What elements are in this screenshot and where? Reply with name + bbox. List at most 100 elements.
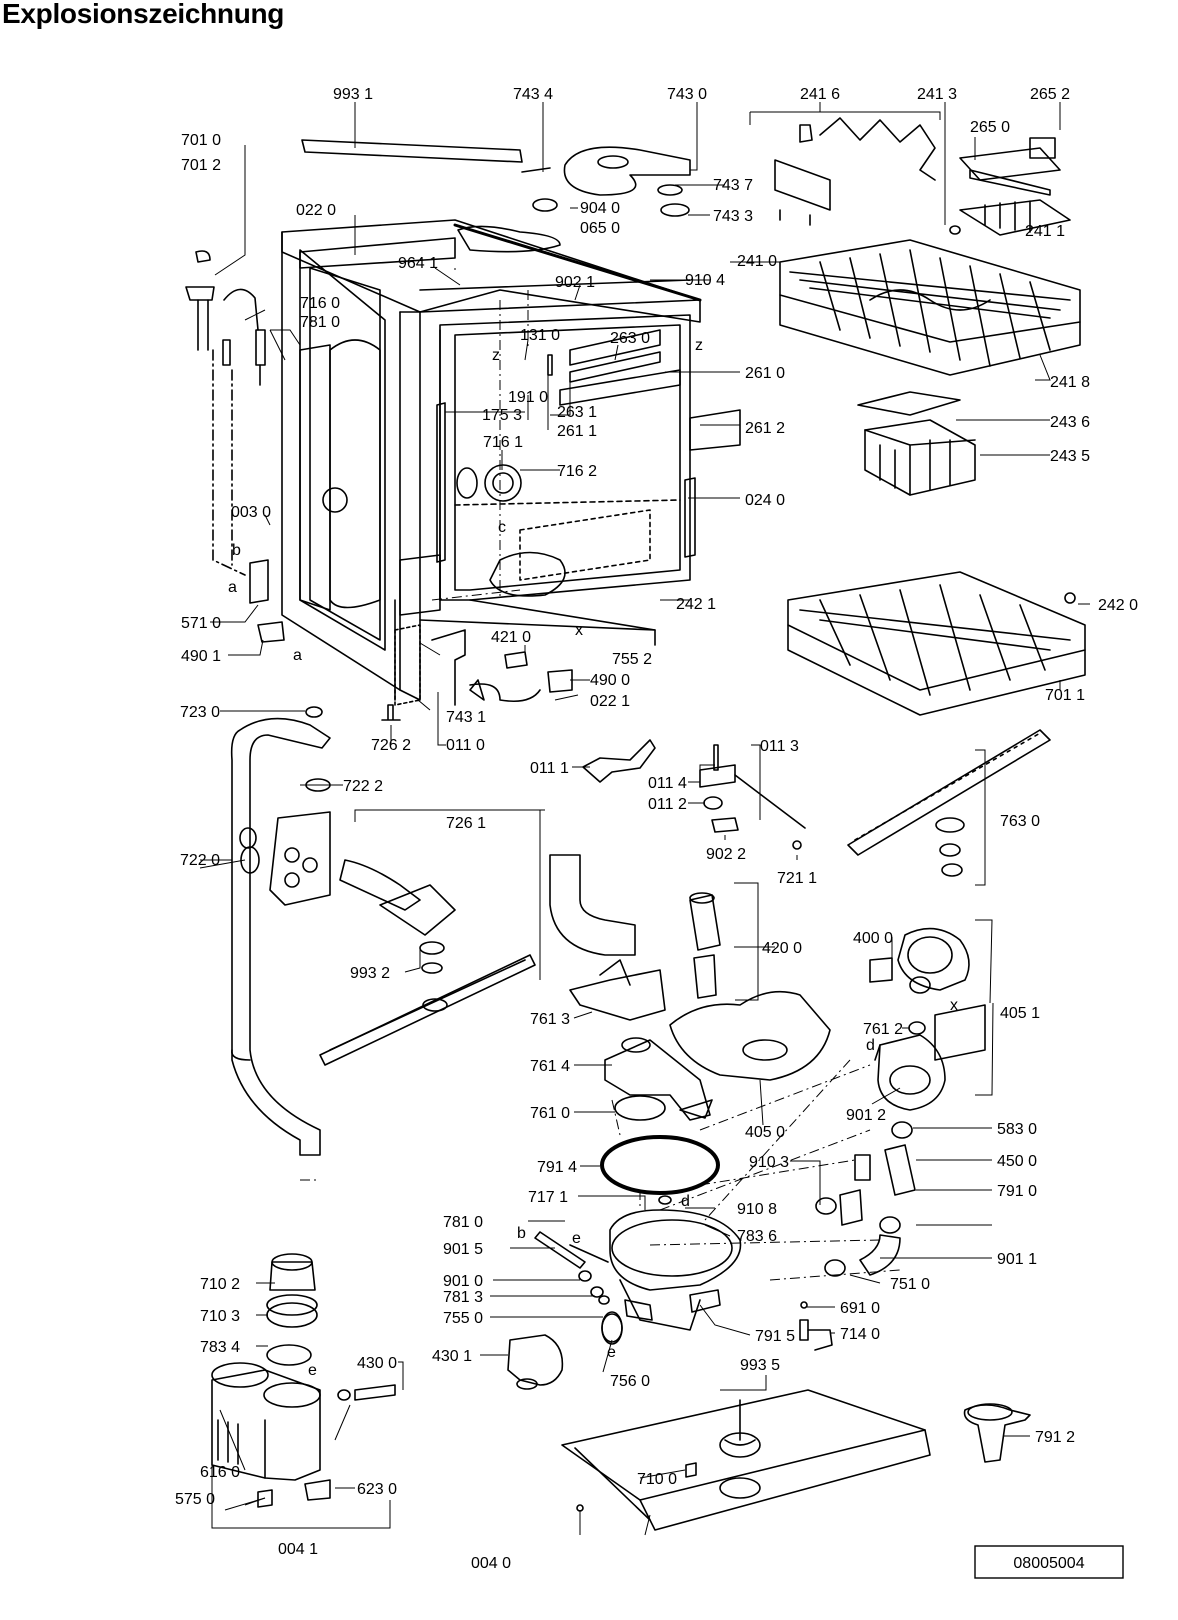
part-label: 726 2 <box>371 737 411 754</box>
part-label: 791 5 <box>755 1328 795 1345</box>
part-label: 710 2 <box>200 1276 240 1293</box>
dash-dot-assembly-guides <box>300 268 901 1281</box>
part-label: 723 0 <box>180 704 220 721</box>
part-label: 004 0 <box>471 1555 511 1572</box>
part-label: 783 6 <box>737 1228 777 1245</box>
part-label: 011 3 <box>760 738 799 755</box>
part-label: 490 0 <box>590 672 630 689</box>
part-label: 242 1 <box>676 596 716 613</box>
part-label: 024 0 <box>745 492 785 509</box>
part-label: 490 1 <box>181 648 221 665</box>
part-label: 191 0 <box>508 389 548 406</box>
part-label: 761 0 <box>530 1105 570 1122</box>
part-label: 011 1 <box>530 760 569 777</box>
part-label: 726 1 <box>446 815 486 832</box>
part-label: 901 1 <box>997 1251 1037 1268</box>
part-label: 241 0 <box>737 253 777 270</box>
part-label: 004 1 <box>278 1541 318 1558</box>
part-label: 003 0 <box>231 504 271 521</box>
part-label: 263 1 <box>557 404 597 421</box>
part-label: 722 0 <box>180 852 220 869</box>
part-label: 714 0 <box>840 1326 880 1343</box>
page-title: Explosionszeichnung <box>2 0 285 29</box>
part-label: 721 1 <box>777 870 817 887</box>
part-label: 131 0 <box>520 327 560 344</box>
marker-letter: b <box>232 542 241 559</box>
part-label: 175 3 <box>482 407 522 424</box>
part-label: 791 4 <box>537 1159 577 1176</box>
part-label: 263 0 <box>610 330 650 347</box>
part-label: 011 0 <box>446 737 485 754</box>
part-label: 261 2 <box>745 420 785 437</box>
part-label: 420 0 <box>762 940 802 957</box>
part-label: 791 2 <box>1035 1429 1075 1446</box>
document-number-box: 08005004 <box>974 1545 1124 1579</box>
part-label: 716 2 <box>557 463 597 480</box>
part-label: 405 1 <box>1000 1005 1040 1022</box>
part-label: 243 5 <box>1050 448 1090 465</box>
part-label: 901 0 <box>443 1273 483 1290</box>
part-label: 623 0 <box>357 1481 397 1498</box>
part-label: 022 1 <box>590 693 630 710</box>
part-label: 964 1 <box>398 255 438 272</box>
part-label: 904 0 <box>580 200 620 217</box>
part-label: 743 7 <box>713 177 753 194</box>
part-label: 405 0 <box>745 1124 785 1141</box>
part-label: 755 0 <box>443 1310 483 1327</box>
marker-letter: d <box>681 1193 690 1210</box>
part-label: 902 1 <box>555 274 595 291</box>
part-label: 743 4 <box>513 86 553 103</box>
part-label: 710 3 <box>200 1308 240 1325</box>
part-label: 241 3 <box>917 86 957 103</box>
part-label: 743 1 <box>446 709 486 726</box>
part-label: 756 0 <box>610 1373 650 1390</box>
part-label: 011 4 <box>648 775 687 792</box>
part-label: 743 3 <box>713 208 753 225</box>
marker-letter: z <box>492 347 500 364</box>
part-label: 993 2 <box>350 965 390 982</box>
part-label: 761 2 <box>863 1021 903 1038</box>
part-label: 011 2 <box>648 796 687 813</box>
part-label: 583 0 <box>997 1121 1037 1138</box>
part-label: 261 1 <box>557 423 597 440</box>
part-label: 241 6 <box>800 86 840 103</box>
part-label: 430 1 <box>432 1348 472 1365</box>
part-label: 243 6 <box>1050 414 1090 431</box>
part-label: 701 2 <box>181 157 221 174</box>
part-label: 265 2 <box>1030 86 1070 103</box>
marker-letter: d <box>866 1037 875 1054</box>
marker-letter: a <box>228 579 237 596</box>
part-label: 910 4 <box>685 272 725 289</box>
part-label: 616 0 <box>200 1464 240 1481</box>
marker-letter: e <box>572 1230 581 1247</box>
part-label: 716 1 <box>483 434 523 451</box>
part-label: 701 1 <box>1045 687 1085 704</box>
part-label: 261 0 <box>745 365 785 382</box>
part-label: 717 1 <box>528 1189 568 1206</box>
part-label: 722 2 <box>343 778 383 795</box>
part-label: 781 0 <box>300 314 340 331</box>
part-label: 761 3 <box>530 1011 570 1028</box>
part-label: 430 0 <box>357 1355 397 1372</box>
part-label: 901 2 <box>846 1107 886 1124</box>
part-label: 910 3 <box>749 1154 789 1171</box>
part-label: 781 3 <box>443 1289 483 1306</box>
part-label: 400 0 <box>853 930 893 947</box>
part-label: 691 0 <box>840 1300 880 1317</box>
part-label: 791 0 <box>997 1183 1037 1200</box>
part-label: 781 0 <box>443 1214 483 1231</box>
part-label: 241 1 <box>1025 223 1065 240</box>
part-label: 242 0 <box>1098 597 1138 614</box>
part-label: 783 4 <box>200 1339 240 1356</box>
part-label: 710 0 <box>637 1471 677 1488</box>
marker-letter: x <box>950 997 958 1014</box>
part-label: 450 0 <box>997 1153 1037 1170</box>
document-number-frame <box>974 1545 1124 1579</box>
part-label: 743 0 <box>667 86 707 103</box>
marker-letter: x <box>575 622 583 639</box>
part-label: 755 2 <box>612 651 652 668</box>
part-label: 902 2 <box>706 846 746 863</box>
callout-leader-lines <box>199 102 1090 1536</box>
marker-letter: c <box>498 519 506 536</box>
part-label: 910 8 <box>737 1201 777 1218</box>
